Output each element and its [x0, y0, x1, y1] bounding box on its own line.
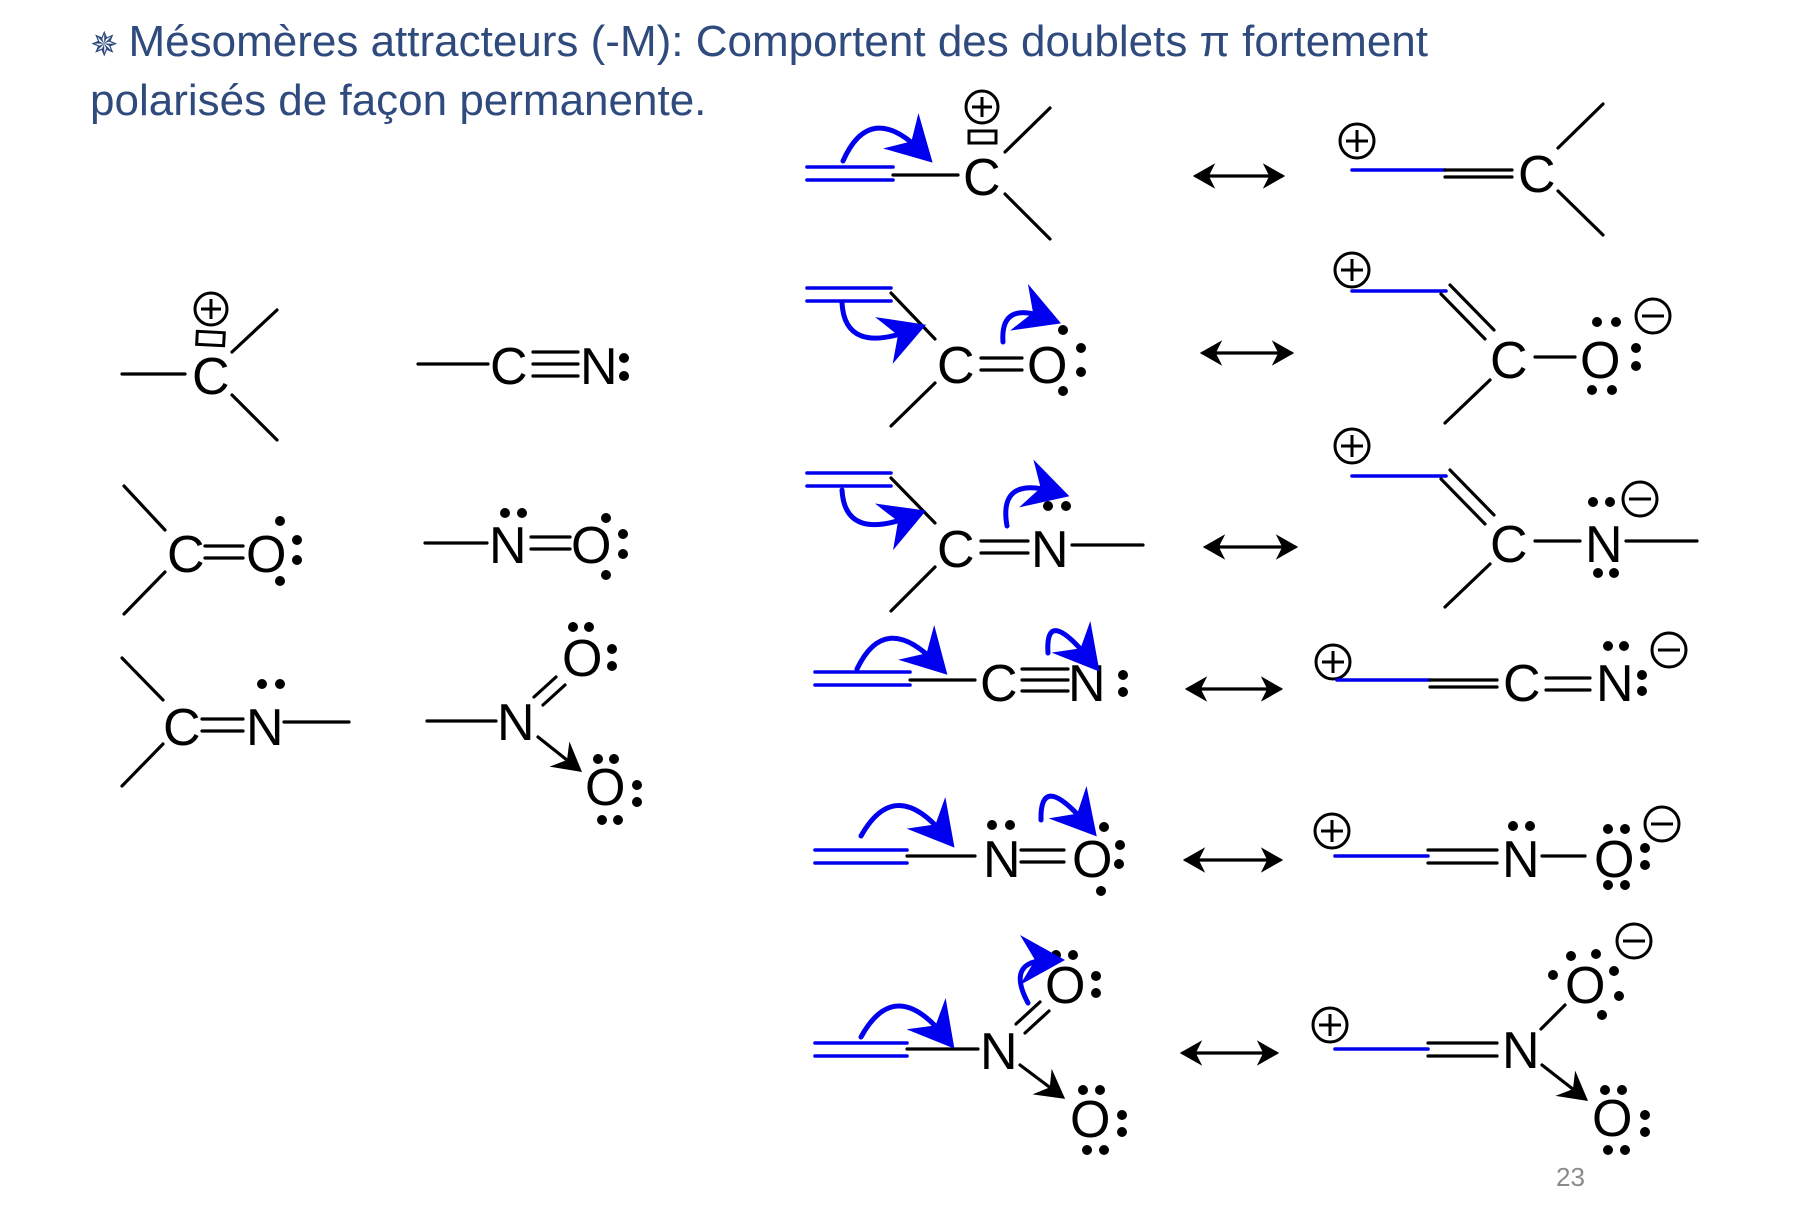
atom-c: C — [963, 149, 1001, 207]
atom-n: N — [580, 338, 618, 396]
curly-arrow-icon — [1038, 785, 1097, 837]
title-line-2: polarisés de façon permanente. — [90, 76, 707, 125]
bond — [230, 393, 279, 442]
row3-right-structure: C N — [1333, 427, 1699, 609]
group-carbocation: C — [120, 291, 279, 442]
minus-charge-icon — [1621, 480, 1659, 518]
dative-bond-arrow — [1018, 1063, 1066, 1099]
group-carbonyl: C O — [122, 484, 302, 616]
atom-o: O — [1027, 337, 1067, 395]
curly-arrow-icon — [839, 487, 926, 551]
atom-c: C — [937, 521, 975, 579]
atom-o: O — [585, 759, 625, 817]
minus-charge-icon — [1634, 297, 1672, 335]
curly-arrow-icon — [858, 997, 955, 1049]
atom-o: O — [571, 517, 611, 575]
group-nitro: N O O — [425, 622, 642, 825]
atom-c: C — [163, 699, 201, 757]
row4-right-structure: C N — [1314, 631, 1688, 713]
row5-left-structure: N O — [813, 785, 1125, 896]
atom-n: N — [1068, 655, 1106, 713]
atom-c: C — [1503, 655, 1541, 713]
atom-o: O — [246, 526, 286, 584]
plus-charge-icon — [1313, 812, 1351, 850]
atom-c: C — [490, 338, 528, 396]
title-line-1: ✵Mésomères attracteurs (-M): Comportent … — [90, 14, 1690, 73]
plus-charge-icon — [1338, 122, 1376, 160]
atom-c: C — [1518, 146, 1556, 204]
curly-arrow-icon — [1000, 283, 1062, 345]
page-number: 23 — [1556, 1162, 1585, 1192]
row2-right-structure: C O — [1333, 251, 1672, 425]
dative-bond-arrow — [536, 735, 583, 772]
row6-right-structure: N O O — [1311, 922, 1653, 1155]
title-line-1-text: Mésomères attracteurs (-M): Comportent d… — [128, 17, 1429, 66]
atom-n: N — [489, 517, 527, 575]
row1-left-structure: C — [805, 89, 1052, 241]
atom-n: N — [497, 694, 535, 752]
vacant-orbital-icon — [195, 329, 226, 348]
minus-charge-icon — [1643, 805, 1681, 843]
atom-n: N — [1596, 655, 1634, 713]
vacant-orbital-icon — [967, 129, 998, 145]
atom-o: O — [1580, 332, 1620, 390]
row6-left-structure: N O O — [813, 935, 1127, 1155]
minus-charge-icon — [1650, 631, 1688, 669]
atom-c: C — [192, 348, 230, 406]
atom-n: N — [1502, 831, 1540, 889]
atom-o: O — [1070, 1091, 1110, 1149]
atom-o: O — [562, 630, 602, 688]
group-nitroso: N O — [423, 508, 628, 580]
row1-right-structure: C — [1338, 102, 1605, 237]
atom-o: O — [1072, 831, 1112, 889]
atom-o: O — [1592, 1090, 1632, 1148]
curly-arrow-icon — [839, 300, 927, 364]
group-imine: C N — [120, 656, 351, 788]
row4-left-structure: C N — [813, 620, 1128, 713]
slide-title: ✵Mésomères attracteurs (-M): Comportent … — [90, 14, 1690, 129]
row3-left-structure: C N — [805, 459, 1145, 613]
plus-charge-icon — [1333, 251, 1371, 289]
curly-arrow-icon — [1003, 459, 1070, 529]
curly-arrow-icon — [854, 625, 948, 675]
plus-charge-icon — [1314, 643, 1352, 681]
plus-charge-icon — [1311, 1006, 1349, 1044]
row2-left-structure: C O — [805, 283, 1086, 428]
atom-n: N — [980, 1023, 1018, 1081]
atom-c: C — [167, 526, 205, 584]
curly-arrow-icon — [840, 113, 933, 164]
atom-n: N — [1585, 516, 1623, 574]
curly-arrow-icon — [858, 796, 955, 848]
plus-charge-icon — [1333, 427, 1371, 465]
bond — [230, 308, 279, 354]
atom-c: C — [1490, 332, 1528, 390]
atom-o: O — [1594, 831, 1634, 889]
atom-n: N — [1031, 521, 1069, 579]
atom-c: C — [980, 655, 1018, 713]
star-bullet-icon: ✵ — [90, 26, 119, 64]
atom-c: C — [1490, 516, 1528, 574]
plus-charge-icon — [193, 291, 229, 327]
curly-arrow-icon — [1017, 935, 1065, 1006]
atom-n: N — [1502, 1022, 1540, 1080]
minus-charge-icon — [1615, 922, 1653, 960]
row5-right-structure: N O — [1313, 805, 1681, 890]
atom-o: O — [1565, 957, 1605, 1015]
curly-arrow-icon — [1045, 620, 1100, 672]
atom-n: N — [983, 831, 1021, 889]
atom-o: O — [1045, 957, 1085, 1015]
atom-c: C — [937, 337, 975, 395]
group-nitrile: C N — [416, 338, 629, 396]
atom-n: N — [246, 699, 284, 757]
dative-bond-arrow — [1540, 1063, 1589, 1101]
plus-charge-icon — [964, 89, 1000, 125]
